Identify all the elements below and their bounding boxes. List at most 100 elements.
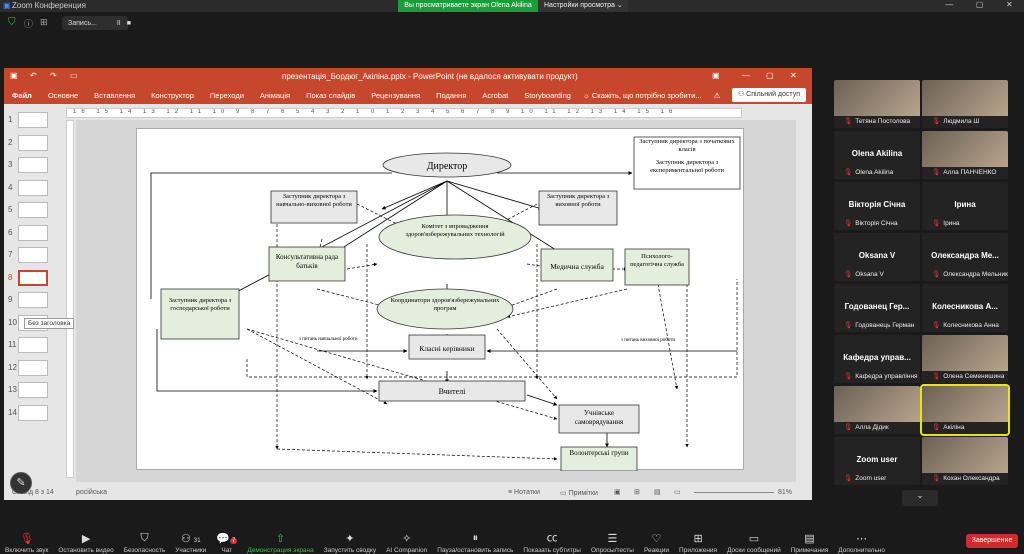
slide-thumbnail[interactable] <box>18 269 48 286</box>
tab-home[interactable]: Основне <box>47 90 79 100</box>
shield-icon[interactable]: ⛉ <box>8 17 16 28</box>
more-button[interactable]: ⋯Дополнительно <box>838 533 886 554</box>
share-screen-button[interactable]: ⇧Демонстрация экрана <box>247 533 314 554</box>
participant-tile[interactable]: Годованец Гер...🎙Годованець Герман <box>834 284 920 332</box>
ppt-share-button[interactable]: ⚇ Спільний доступ <box>731 88 806 102</box>
summary-button[interactable]: ✦Запустить сводку <box>323 533 377 554</box>
slide-thumbnail[interactable] <box>18 247 48 263</box>
start-slideshow-icon[interactable]: ▭ <box>70 71 78 80</box>
participant-name-label: 🎙Zoom user <box>844 474 886 482</box>
participant-tile[interactable]: Olena Akilina🎙Olena Akilina <box>834 131 920 179</box>
slide-thumbnail[interactable] <box>18 382 48 398</box>
reactions-button[interactable]: ♡Реакции <box>643 533 670 554</box>
save-icon[interactable]: ▣ <box>10 71 18 80</box>
slide-thumbnail[interactable] <box>18 404 48 421</box>
tab-slideshow[interactable]: Показ слайдів <box>306 90 356 100</box>
participant-tile[interactable]: Кафедра управ...🎙Кафедра управління <box>834 335 920 383</box>
stop-recording-icon[interactable]: ■ <box>126 19 131 27</box>
ppt-close-icon[interactable]: ✕ <box>790 71 797 80</box>
stop-video-button[interactable]: ▶Остановить видео <box>58 533 114 554</box>
notes-button-zoom[interactable]: ▤Примечания <box>790 533 829 554</box>
slide[interactable]: Директор Заступник директора з початкови… <box>136 128 744 472</box>
slide-thumbnail[interactable] <box>18 157 48 173</box>
participant-tile[interactable]: Колесникова А...🎙Колесникова Анна <box>922 284 1008 332</box>
apps-button[interactable]: ⊞Приложения <box>679 533 718 554</box>
deputy-experimental-label: Заступник директора з експериментальної … <box>650 159 724 174</box>
tab-acrobat[interactable]: Acrobat <box>482 90 509 100</box>
notes-button[interactable]: ≡ Нотатки <box>508 489 540 496</box>
participant-name-label: 🎙Кохан Олександра <box>932 474 1000 482</box>
polls-button[interactable]: ☰Опросы/тесты <box>590 533 634 554</box>
slide-thumbnail[interactable] <box>18 179 48 196</box>
participant-tile[interactable]: Ірина🎙Ірина <box>922 182 1008 230</box>
tab-transitions[interactable]: Переходи <box>209 90 244 100</box>
slide-thumbnail[interactable] <box>18 359 48 376</box>
pause-icon: ⏸ <box>472 532 479 544</box>
tab-insert[interactable]: Вставлення <box>94 90 136 100</box>
close-icon[interactable]: ✕ <box>1006 0 1013 9</box>
security-button[interactable]: ⛉Безопасность <box>123 532 166 554</box>
zoom-level[interactable]: 81% <box>778 489 793 496</box>
slide-thumbnail[interactable] <box>18 112 48 128</box>
participant-tile[interactable]: 🎙Олена Семенишина <box>922 335 1008 383</box>
end-meeting-button[interactable]: Завершение <box>966 534 1018 548</box>
participant-tile[interactable]: 🎙Алла Дідик <box>834 386 920 434</box>
tab-storyboarding[interactable]: Storyboarding <box>524 90 571 100</box>
participant-tile[interactable]: 🎙Кохан Олександра <box>922 437 1008 485</box>
pause-recording-button[interactable]: ⏸Пауза/остановить запись <box>437 532 514 554</box>
slide-canvas[interactable]: Директор Заступник директора з початкови… <box>76 120 796 482</box>
slide-thumbnail[interactable] <box>18 202 48 218</box>
ppt-maximize-icon[interactable]: ▢ <box>766 71 774 80</box>
redo-icon[interactable]: ↷ <box>50 71 57 80</box>
slide-thumbnail[interactable] <box>18 292 48 308</box>
slide-thumbnail[interactable] <box>18 337 48 353</box>
tab-review[interactable]: Рецензування <box>371 90 421 100</box>
participant-video <box>922 131 1008 167</box>
participant-name-label: 🎙Алла ПАНЧЕНКО <box>932 168 996 176</box>
view-settings-button[interactable]: Настройки просмотра ⌄ <box>538 0 628 12</box>
participant-tile[interactable]: 🎙Тетяна Постолова <box>834 80 920 128</box>
comments-button[interactable]: ▭ Примітки <box>560 490 598 497</box>
unmute-button[interactable]: 🎙Включить звук <box>5 533 49 554</box>
ppt-minimize-icon[interactable]: — <box>742 71 750 80</box>
participant-tile[interactable]: 🎙Алла ПАНЧЕНКО <box>922 131 1008 179</box>
language-indicator[interactable]: російська <box>76 489 108 496</box>
slideshow-view-icon[interactable]: ▭ <box>674 489 681 496</box>
deputy-primary-experimental-box <box>633 136 741 190</box>
sorter-view-icon[interactable]: ⊞ <box>634 489 640 496</box>
tab-animations[interactable]: Анімація <box>259 90 291 100</box>
maximize-icon[interactable]: ▢ <box>975 0 984 9</box>
grid-icon[interactable]: ⊞ <box>40 17 48 27</box>
ppt-ribbon-tabs: Файл Основне Вставлення Конструктор Пере… <box>4 86 812 104</box>
participant-tile[interactable]: 🎙Акіліна <box>920 384 1010 436</box>
tab-file[interactable]: Файл <box>12 90 32 100</box>
chevron-down-icon[interactable]: ⌄ <box>902 490 938 506</box>
tell-me-input[interactable]: Скажіть, що потрібно зробити... <box>591 90 702 100</box>
normal-view-icon[interactable]: ▣ <box>614 489 621 496</box>
whiteboard-button[interactable]: ▭Доски сообщений <box>727 533 781 554</box>
tab-view[interactable]: Подання <box>436 90 467 100</box>
undo-icon[interactable]: ↶ <box>30 71 37 80</box>
slide-thumbnail[interactable] <box>18 224 48 241</box>
minimize-icon[interactable]: — <box>945 0 954 9</box>
tab-design[interactable]: Конструктор <box>151 90 194 100</box>
zoom-slider[interactable] <box>694 492 774 493</box>
participant-name-label: 🎙Олена Семенишина <box>932 372 1004 380</box>
participant-tile[interactable]: Вікторія Січна🎙Вікторія Січна <box>834 182 920 230</box>
participant-tile[interactable]: Олександра Ме...🎙Олександра Мельник <box>922 233 1008 281</box>
participant-tile[interactable]: Zoom user🎙Zoom user <box>834 437 920 485</box>
participant-name-label: 🎙Olena Akilina <box>844 168 893 176</box>
coordinators-node <box>376 288 514 330</box>
ribbon-display-icon[interactable]: ▣ <box>712 71 720 80</box>
slide-thumbnail[interactable] <box>18 134 48 151</box>
info-icon[interactable]: ⓘ <box>24 19 34 29</box>
participant-tile[interactable]: 🎙Людмила Ш <box>922 80 1008 128</box>
annotate-pen-icon[interactable]: ✎ <box>10 472 32 494</box>
reading-view-icon[interactable]: ▤ <box>654 489 661 496</box>
pause-recording-icon[interactable]: II <box>116 19 121 27</box>
participant-tile[interactable]: Oksana V🎙Oksana V <box>834 233 920 281</box>
ai-companion-button[interactable]: ✧AI Companion <box>386 533 428 554</box>
